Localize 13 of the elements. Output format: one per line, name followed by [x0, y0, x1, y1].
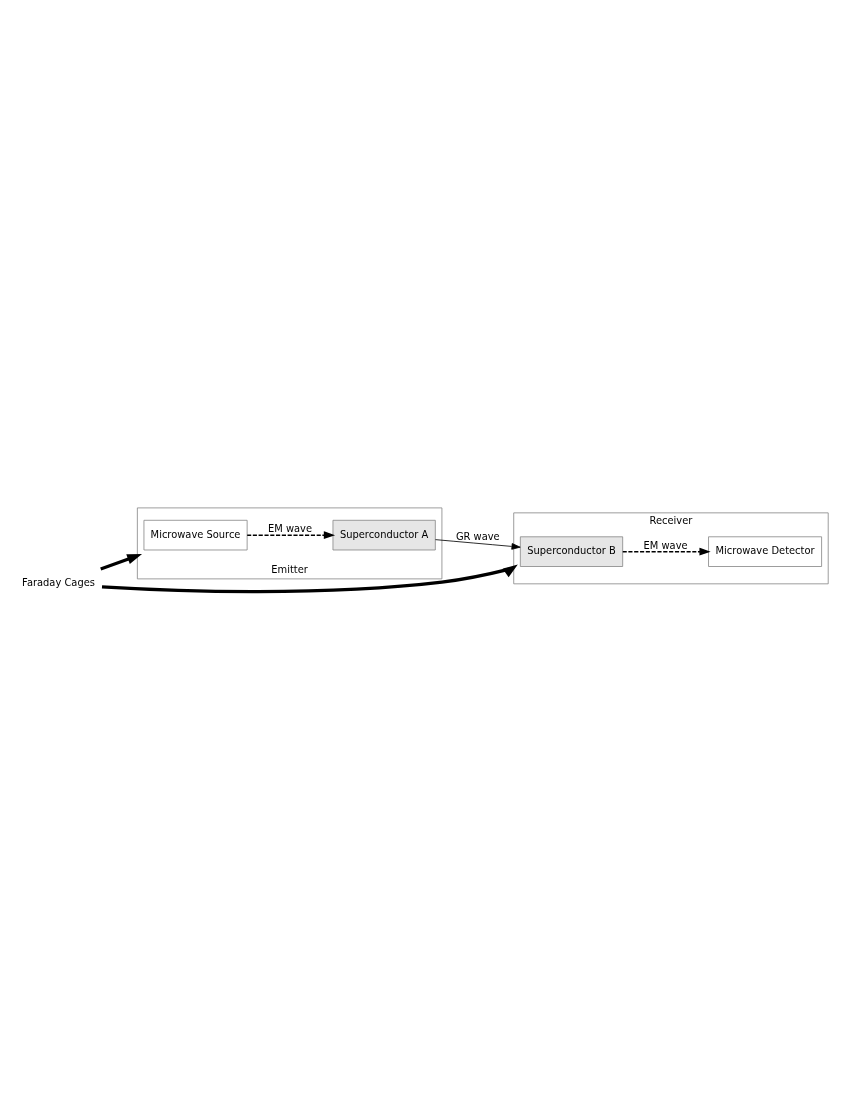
node-text: Faraday Cages [22, 577, 95, 589]
node-box: Microwave Source [143, 519, 248, 551]
arrow [246, 531, 336, 540]
arrow [435, 539, 521, 550]
edge-label: GR wave [455, 530, 500, 542]
node-box: Microwave Detector [708, 536, 822, 567]
node-box: Superconductor B [519, 536, 624, 567]
arrow [101, 564, 518, 594]
arrow [100, 554, 143, 571]
edge-label: EM wave [268, 523, 313, 535]
node-box: Superconductor A [332, 519, 436, 551]
arrow [622, 547, 711, 556]
edge-label: EM wave [643, 539, 688, 551]
